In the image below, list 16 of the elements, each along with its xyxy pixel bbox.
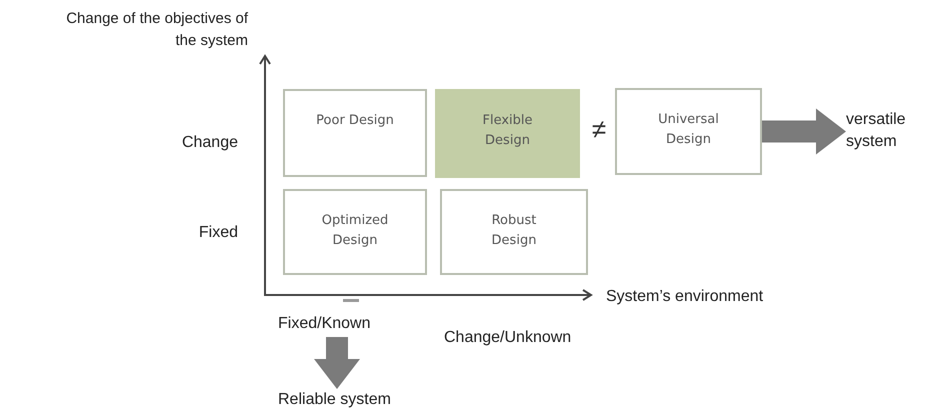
- not-equal-sign: ≠: [590, 114, 608, 144]
- axis-label: Change/Unknown: [444, 328, 572, 348]
- axis-label: System’s environment: [606, 287, 764, 307]
- axis-label: Change of the objectives of the system: [65, 9, 248, 51]
- design-box: Flexible Design: [435, 89, 580, 178]
- design-box: Robust Design: [440, 189, 588, 275]
- axis-label: Change: [180, 133, 238, 153]
- design-box: Optimized Design: [283, 189, 427, 275]
- design-box: Universal Design: [615, 88, 762, 175]
- outcome-text: Reliable system: [272, 389, 402, 413]
- outcome-text: versatile system: [846, 109, 926, 157]
- thick-arrow: [762, 108, 846, 154]
- outcome-text: Fixed/Known: [272, 313, 402, 337]
- design-box: Poor Design: [283, 89, 427, 177]
- axis-label: Fixed: [198, 223, 238, 243]
- thick-arrow: [314, 337, 360, 389]
